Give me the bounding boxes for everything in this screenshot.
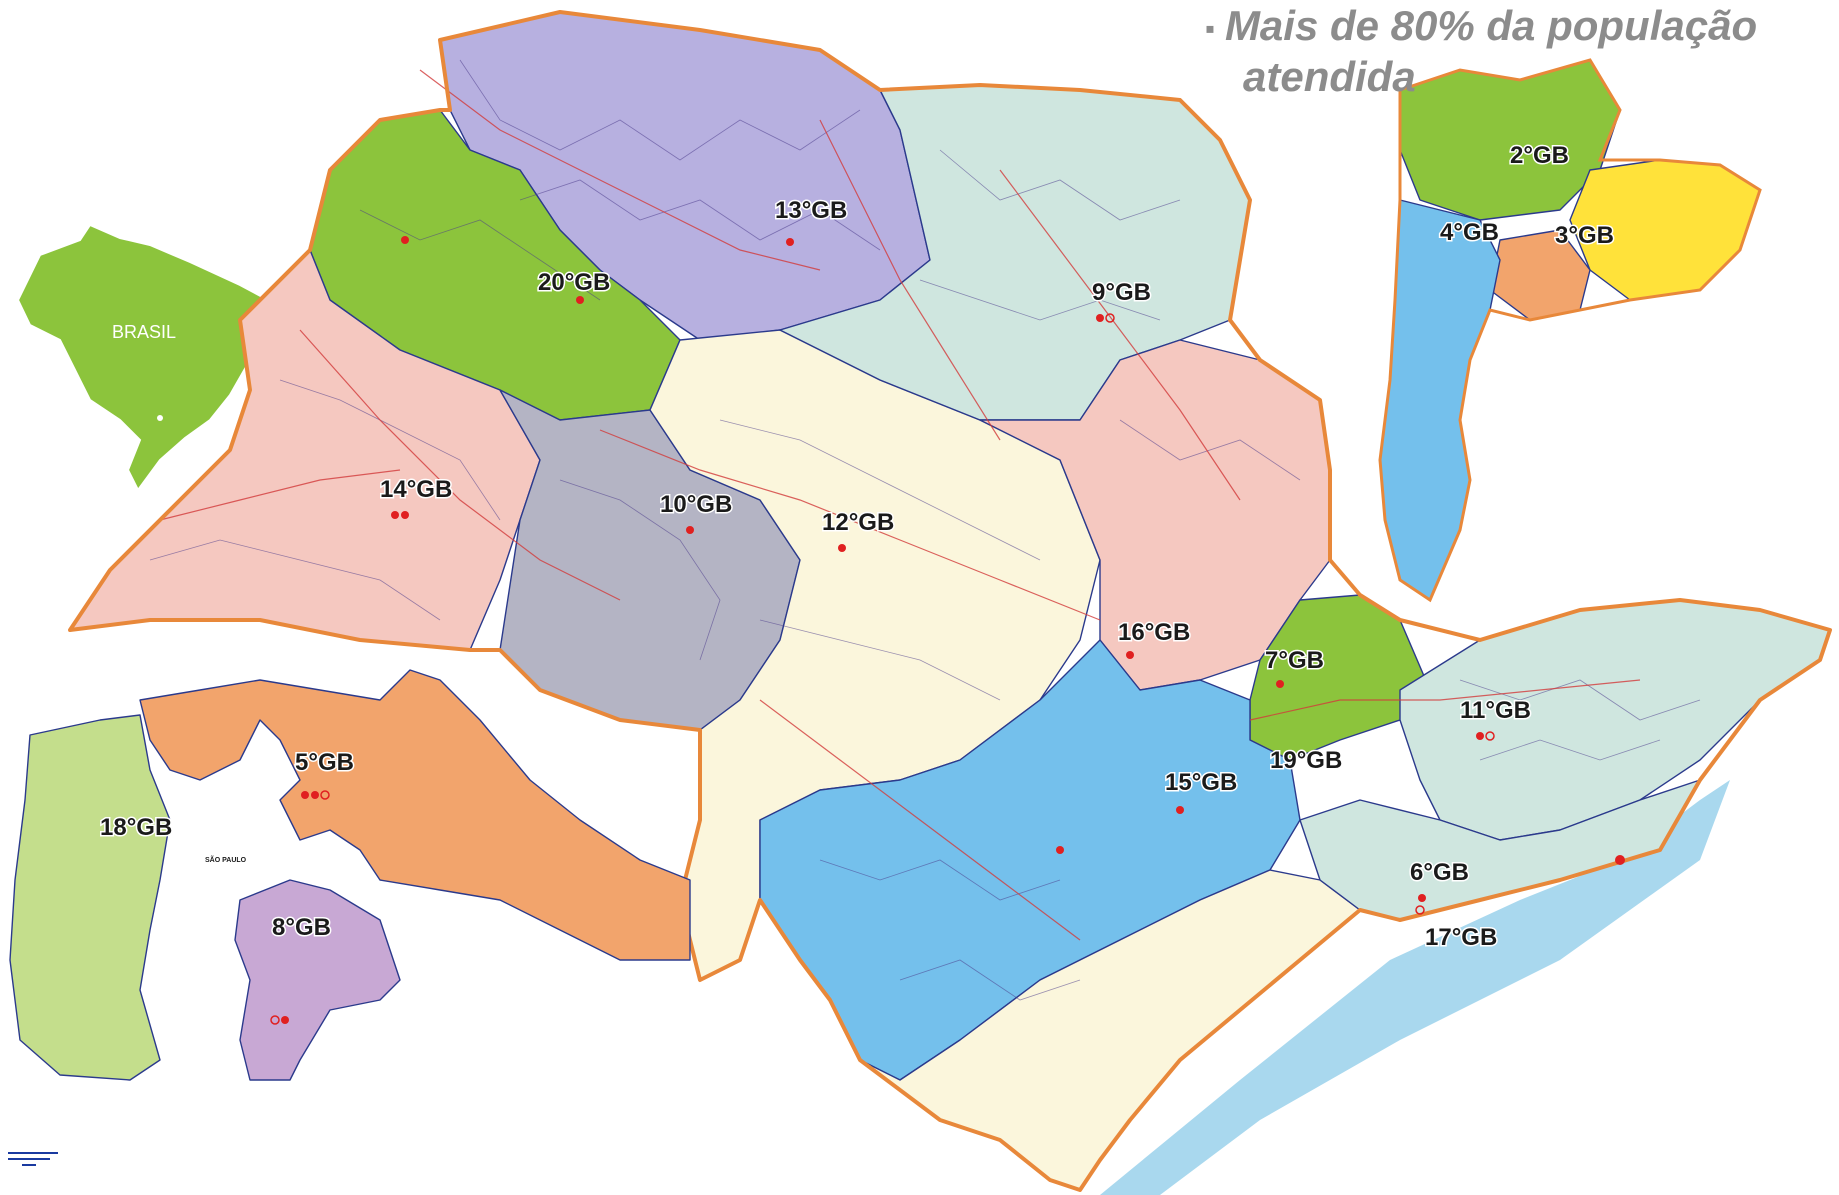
gb-label-19: 19°GB (1270, 747, 1342, 774)
greater-sp-inset-bottom: SÃO PAULO (9, 669, 691, 1081)
brasil-inset: BRASIL (16, 223, 274, 492)
gb-label-14: 14°GB (380, 476, 452, 503)
brasil-country-shape (16, 223, 274, 492)
station-markers (270, 236, 1625, 1025)
gb-label-2: 2°GB (1510, 142, 1569, 169)
road-network (159, 69, 1641, 941)
inset-bottom-caption: SÃO PAULO (205, 855, 247, 864)
headline-line2: atendida (1243, 52, 1416, 100)
gb-label-15: 15°GB (1165, 769, 1237, 796)
gb-label-18: 18°GB (100, 814, 172, 841)
inset-bottom-light-green (9, 714, 171, 1081)
inset-bottom-lilac (234, 879, 401, 1081)
state-regions (69, 11, 1831, 1191)
gb-label-3: 3°GB (1555, 222, 1614, 249)
municipal-boundaries (149, 59, 1701, 1001)
state-outline (68, 10, 1832, 1192)
headline-bullet: ▪ (1205, 12, 1215, 44)
headline: ▪ Mais de 80% da população atendida (1205, 2, 1825, 101)
bottom-left-logo (4, 1148, 62, 1170)
gb-label-6: 6°GB (1410, 859, 1469, 886)
inset-top-outline (1378, 58, 1762, 603)
sao-paulo-marker (157, 415, 163, 421)
gb-label-11: 11°GB (1460, 697, 1531, 724)
gb-label-12: 12°GB (822, 509, 894, 536)
gb-label-5: 5°GB (295, 749, 354, 776)
gb-label-10: 10°GB (660, 491, 732, 518)
gb-label-13: 13°GB (775, 197, 847, 224)
greater-sp-inset-top (1378, 58, 1762, 603)
gb-label-17: 17°GB (1425, 924, 1497, 951)
gb-label-16: 16°GB (1118, 619, 1190, 646)
inset-bottom-orange (139, 669, 691, 961)
sea-area (1100, 780, 1730, 1195)
brasil-label: BRASIL (112, 322, 176, 342)
gb-label-8: 8°GB (272, 914, 331, 941)
gb-label-4: 4°GB (1440, 219, 1499, 246)
gb-label-7: 7°GB (1265, 647, 1324, 674)
gb-labels: 13°GB 20°GB 9°GB 14°GB 10°GB 12°GB 16°GB… (99, 141, 1616, 953)
gb-label-20: 20°GB (538, 269, 610, 296)
gb-label-9: 9°GB (1092, 279, 1151, 306)
region-16gb (979, 339, 1331, 691)
headline-line1: Mais de 80% da população (1224, 2, 1758, 49)
